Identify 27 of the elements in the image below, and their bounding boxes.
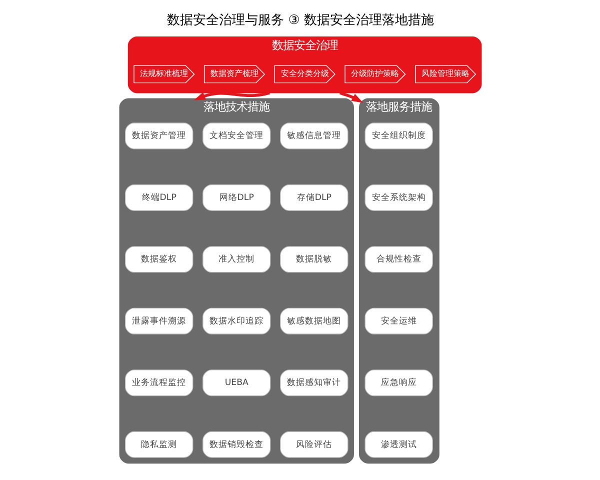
arrow — [193, 91, 270, 100]
node-box: 安全组织制度 — [364, 122, 432, 150]
node-box: 合规性检查 — [364, 246, 432, 273]
node-box: 渗透测试 — [364, 431, 432, 458]
node-box: 数据销毁检查 — [202, 431, 270, 458]
arrow — [338, 92, 363, 103]
node-box: 泄露事件溯源 — [124, 308, 193, 334]
node-box: 隐私监测 — [124, 431, 193, 458]
node-box: 存储DLP — [280, 184, 348, 211]
node-box: 应急响应 — [364, 370, 432, 396]
node-box: 终端DLP — [124, 184, 193, 211]
node-box: 敏感信息管理 — [280, 122, 348, 150]
node-box: 网络DLP — [202, 184, 270, 211]
node-box: 安全运维 — [364, 308, 432, 334]
node-box: 数据鉴权 — [124, 246, 193, 273]
node-box: 数据脱敏 — [280, 246, 348, 273]
node-box: 风险评估 — [280, 431, 348, 458]
node-box: 文档安全管理 — [202, 122, 270, 150]
node-box: 数据感知审计 — [280, 370, 348, 396]
node-box: UEBA — [202, 370, 270, 396]
diagram-title: 数据安全治理与服务 ③ 数据安全治理落地措施 — [166, 13, 434, 28]
node-box: 数据资产管理 — [124, 122, 193, 150]
node-box: 安全系统架构 — [364, 184, 432, 211]
node-box: 数据水印追踪 — [202, 308, 270, 334]
node-box: 业务流程监控 — [124, 370, 193, 396]
node-box: 敏感数据地图 — [280, 308, 348, 334]
node-box: 准入控制 — [202, 246, 270, 273]
